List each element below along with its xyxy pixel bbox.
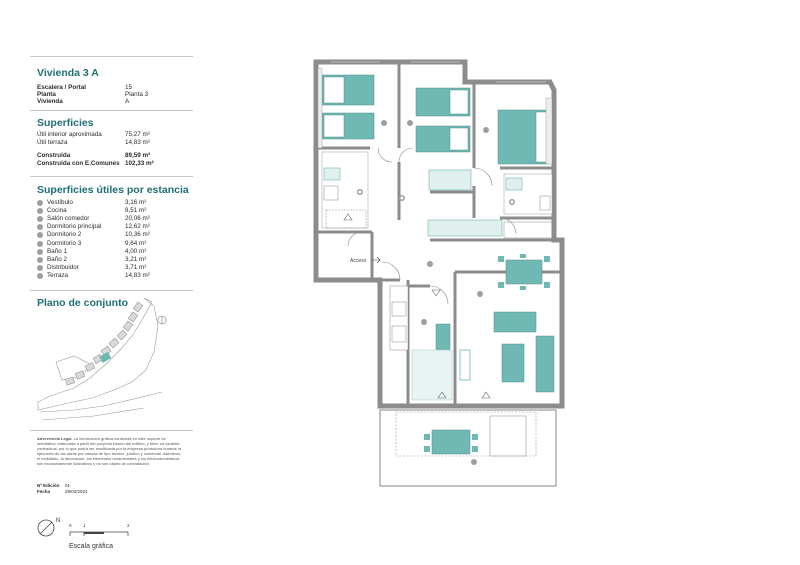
kitchen-counter bbox=[389, 285, 409, 351]
estancia-label: Salón comedor bbox=[47, 215, 90, 223]
date-label: Fecha bbox=[37, 489, 51, 494]
superficie-label: Útil interior aproximada bbox=[37, 131, 102, 138]
access-arrow-icon bbox=[372, 256, 381, 264]
estancia-label: Dormitorio 2 bbox=[47, 231, 82, 239]
estancia-value: 3,21 m² bbox=[125, 255, 147, 263]
total-label: Construida bbox=[37, 152, 71, 159]
estancia-value: 9,64 m² bbox=[125, 239, 147, 247]
scale-tick: 2 bbox=[127, 523, 130, 528]
date-value: 29/02/2024 bbox=[65, 489, 88, 494]
estancia-value: 14,83 m² bbox=[125, 271, 150, 279]
room-marker-icon bbox=[37, 200, 43, 206]
north-icon bbox=[37, 519, 55, 537]
coffee-table-icon bbox=[501, 343, 525, 383]
legal-text: La información gráfica contenida en este… bbox=[37, 436, 182, 466]
scale-bar: N 0 1 2 Escala gráfica bbox=[37, 518, 130, 550]
estancia-label: Baño 1 bbox=[47, 247, 67, 255]
room-marker-icon bbox=[37, 240, 43, 247]
floor-plan: Acceso bbox=[313, 59, 565, 487]
room-marker-icon bbox=[37, 272, 43, 279]
unit-row-value: Planta 3 bbox=[125, 91, 149, 98]
unit-title: Vivienda 3 A bbox=[37, 67, 99, 79]
divider bbox=[30, 430, 193, 431]
legal-heading: Advertencia Legal. bbox=[37, 436, 73, 441]
unit-row-value: A bbox=[125, 98, 130, 105]
total-label: Construida con E.Comunes bbox=[37, 160, 120, 167]
armchair-icon bbox=[535, 335, 555, 393]
dining-table-icon bbox=[505, 259, 543, 285]
room-marker-icon bbox=[37, 216, 43, 223]
top-rule bbox=[30, 56, 193, 57]
unit-row-label: Planta bbox=[37, 91, 56, 98]
scale-tick: 1 bbox=[83, 523, 86, 528]
divider bbox=[30, 176, 193, 177]
estancia-label: Terraza bbox=[47, 271, 68, 279]
edition-info: Nº Edición 01 Fecha 29/02/2024 bbox=[37, 483, 88, 495]
legal-notice: Advertencia Legal. La información gráfic… bbox=[37, 436, 185, 466]
sofa-icon bbox=[493, 311, 537, 333]
terrace-table-icon bbox=[431, 429, 471, 455]
edition-value: 01 bbox=[65, 483, 71, 488]
edition-label: Nº Edición bbox=[37, 483, 60, 488]
room-marker-icon bbox=[37, 256, 43, 263]
total-value: 102,33 m² bbox=[125, 160, 154, 167]
estancia-value: 20,06 m² bbox=[125, 215, 150, 223]
superficies-title: Superficies bbox=[37, 117, 94, 129]
estancia-label: Distribuidor bbox=[47, 263, 79, 271]
estancia-label: Cocina bbox=[47, 207, 67, 215]
estancia-label: Baño 2 bbox=[47, 255, 67, 263]
estancia-label: Vestíbulo bbox=[47, 199, 73, 206]
unit-details: Escalera / Portal 15 Planta Planta 3 Viv… bbox=[37, 84, 193, 108]
divider bbox=[30, 110, 193, 111]
estancia-value: 3,71 m² bbox=[125, 263, 147, 271]
estancia-value: 4,00 m² bbox=[125, 247, 147, 255]
access-label: Acceso bbox=[350, 258, 367, 264]
north-label: N bbox=[56, 518, 60, 524]
conjunto-title: Plano de conjunto bbox=[37, 297, 128, 309]
room-marker-icon bbox=[37, 224, 43, 231]
room-marker-icon bbox=[37, 248, 43, 255]
room-marker-icon bbox=[37, 264, 43, 271]
total-value: 89,59 m² bbox=[125, 152, 151, 159]
estancia-label: Dormitorio 3 bbox=[47, 239, 82, 247]
superficie-value: 75,27 m² bbox=[125, 131, 150, 138]
estancia-label: Dormitorio principal bbox=[47, 223, 102, 231]
estancia-value: 10,36 m² bbox=[125, 231, 150, 239]
site-plan bbox=[37, 297, 167, 421]
scale-label: Escala gráfica bbox=[69, 543, 113, 550]
scale-tick: 0 bbox=[69, 523, 72, 528]
superficie-value: 14,83 m² bbox=[125, 139, 150, 146]
estancias-title: Superficies útiles por estancia bbox=[37, 184, 189, 196]
tv-unit-icon bbox=[459, 349, 471, 381]
unit-row-value: 15 bbox=[125, 84, 133, 91]
divider bbox=[30, 290, 193, 291]
estancia-value: 12,62 m² bbox=[125, 223, 150, 231]
superficies-block: Útil interior aproximada 75,27 m² Útil t… bbox=[37, 131, 193, 167]
estancia-value: 3,16 m² bbox=[125, 199, 147, 206]
unit-row-label: Vivienda bbox=[37, 98, 63, 105]
room-marker-icon bbox=[37, 208, 43, 215]
room-marker-icon bbox=[37, 232, 43, 239]
unit-row-label: Escalera / Portal bbox=[37, 84, 87, 91]
superficie-label: Útil terraza bbox=[37, 139, 68, 146]
estancia-value: 8,51 m² bbox=[125, 207, 147, 215]
